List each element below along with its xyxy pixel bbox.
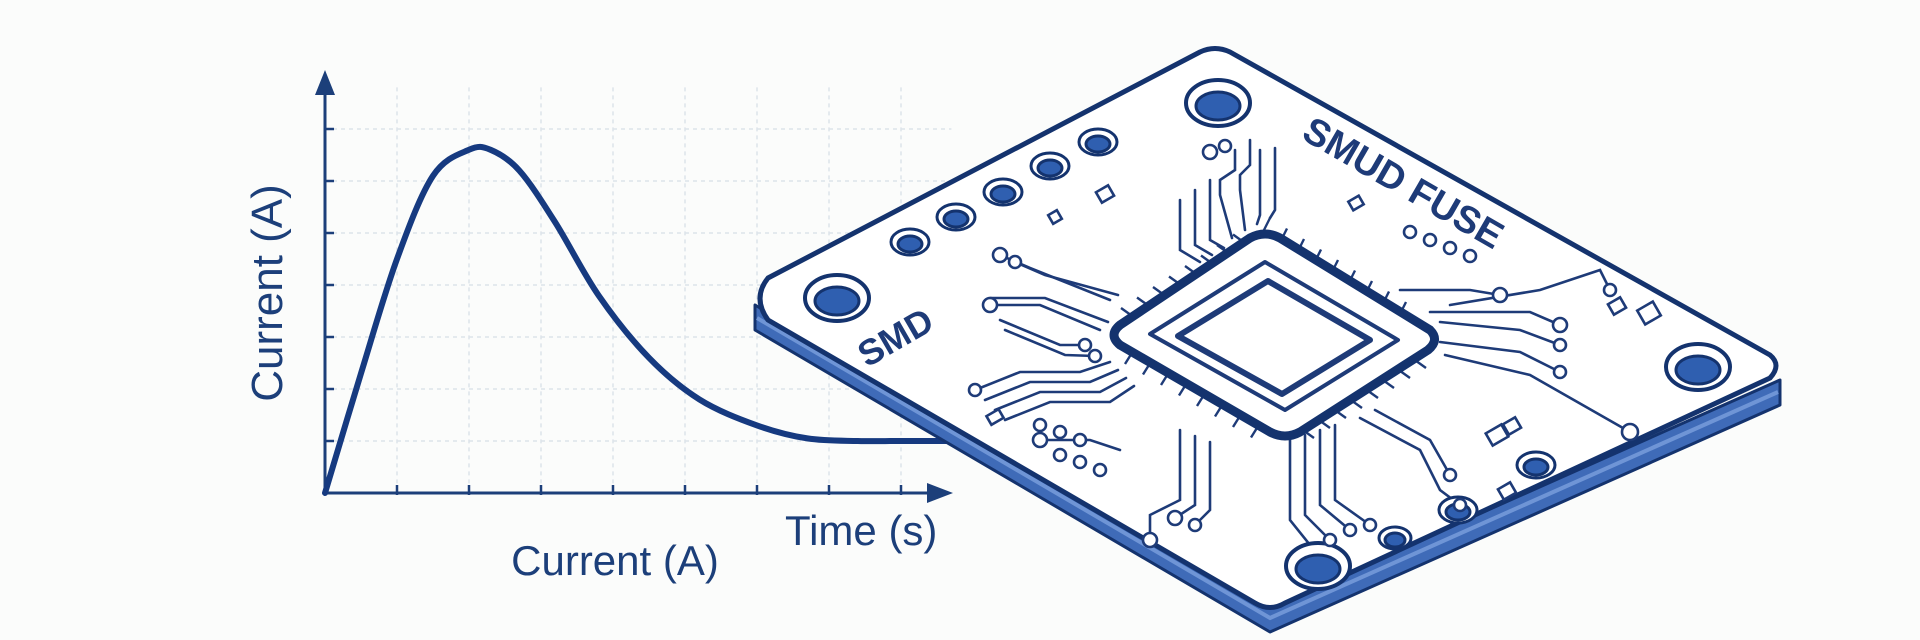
fuse-chip (1109, 229, 1439, 441)
x-axis-arrow-icon (927, 483, 953, 503)
rect-pads (984, 183, 1663, 502)
smd-pads (967, 138, 1640, 549)
chip-outer (1109, 229, 1439, 441)
mounting-hole-right (1664, 342, 1732, 392)
current-time-graph: Current (A) Time (s) Current (A) (243, 70, 962, 584)
mounting-hole-top (1184, 78, 1252, 128)
chart-grid (325, 87, 952, 493)
y-axis-label: Current (A) (243, 184, 292, 402)
y-axis-arrow-icon (315, 70, 335, 95)
mounting-holes (803, 78, 1732, 591)
current-curve (322, 143, 962, 496)
x-axis-caption: Current (A) (511, 537, 719, 584)
chip-inner-ring (1148, 260, 1400, 412)
x-axis-label: Time (s) (785, 507, 937, 554)
board-edge-highlight (755, 316, 1779, 621)
connector-pads (889, 127, 1557, 551)
chip-die (1175, 278, 1373, 397)
mounting-hole-left (803, 273, 871, 323)
mounting-hole-bottom (1284, 541, 1352, 591)
